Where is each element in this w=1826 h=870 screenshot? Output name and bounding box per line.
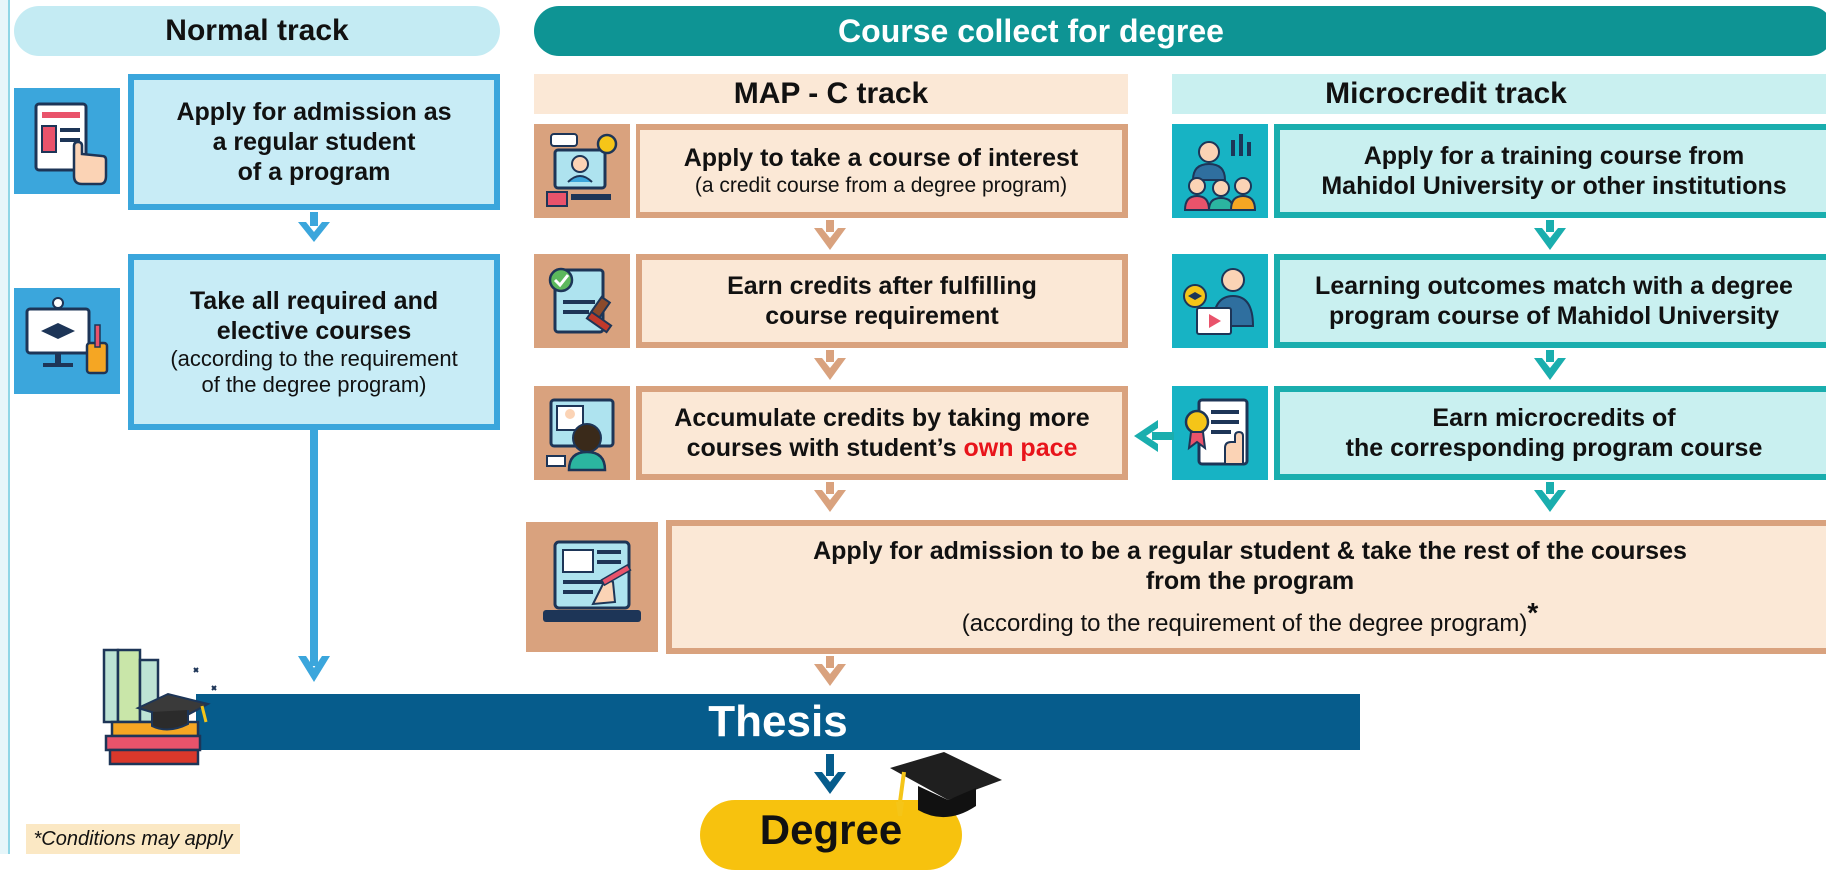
mapc-track-header: MAP - C track	[534, 74, 1128, 114]
own-pace-highlight: own pace	[963, 434, 1078, 462]
thesis-arrow-to-degree	[814, 754, 846, 794]
normal-step-apply-admission: Apply for admission as a regular student…	[128, 74, 500, 210]
normal-step-take-courses: Take all required and elective courses (…	[128, 254, 500, 430]
normal-arrow-to-thesis	[298, 430, 330, 682]
mapc-step2-line1: Earn credits after fulfilling	[727, 272, 1037, 300]
micro-step-earn-microcredits: Earn microcredits of the corresponding p…	[1274, 386, 1826, 480]
micro-step3-line2: the corresponding program course	[1345, 434, 1763, 462]
footnote-text: *Conditions may apply	[33, 827, 233, 850]
mapc-step1-note: (a credit course from a degree program)	[694, 174, 1068, 198]
admission-note-text: (according to the requirement of the deg…	[961, 609, 1528, 637]
mapc-arrow-2	[814, 350, 846, 380]
micro-to-mapc-arrow	[1134, 420, 1174, 452]
mapc-step-accumulate: Accumulate credits by taking more course…	[636, 386, 1128, 480]
admission-line2: from the program	[1145, 566, 1355, 595]
conditions-footnote: *Conditions may apply	[26, 824, 240, 854]
microcredit-track-header: Microcredit track	[1172, 74, 1826, 114]
micro-step3-line1: Earn microcredits of	[1432, 404, 1676, 432]
admission-note: (according to the requirement of the deg…	[962, 596, 1539, 639]
learning-outcomes-icon	[1172, 254, 1268, 348]
micro-step2-line1: Learning outcomes match with a degree	[1315, 272, 1793, 300]
thesis-bar: Thesis	[196, 694, 1360, 750]
normal-step2-note1: (according to the requirement	[170, 345, 458, 371]
mapc-step3-line1: Accumulate credits by taking more	[674, 404, 1090, 432]
normal-arrow-1	[298, 212, 330, 242]
mapc-step1-title: Apply to take a course of interest	[683, 144, 1079, 173]
micro-arrow-1	[1534, 220, 1566, 250]
thesis-label: Thesis	[708, 697, 848, 746]
normal-step1-line2: a regular student	[212, 128, 416, 156]
normal-step2-note2: of the degree program)	[201, 372, 427, 397]
course-collect-header: Course collect for degree	[534, 6, 1826, 56]
admission-asterisk: *	[1527, 596, 1539, 628]
normal-track-title: Normal track	[165, 14, 349, 47]
degree-label: Degree	[759, 806, 903, 853]
self-paced-study-icon	[534, 386, 630, 480]
micro-step2-line2: program course of Mahidol University	[1328, 302, 1780, 330]
micro-arrow-3	[1534, 482, 1566, 512]
mapc-step3-line2: courses with student’s own pace	[687, 433, 1078, 463]
mapc-step-earn-credits: Earn credits after fulfilling course req…	[636, 254, 1128, 348]
normal-step2-line1: Take all required and	[189, 286, 439, 315]
course-collect-title: Course collect for degree	[838, 12, 1224, 49]
normal-step1-line1: Apply for admission as	[176, 98, 452, 126]
admission-line1: Apply for admission to be a regular stud…	[813, 536, 1687, 565]
micro-step-learning-outcomes: Learning outcomes match with a degree pr…	[1274, 254, 1826, 348]
micro-step1-line1: Apply for a training course from	[1363, 142, 1745, 170]
microcredit-certificate-icon	[1172, 386, 1268, 480]
mapc-step2-line2: course requirement	[765, 302, 999, 330]
laptop-document-icon	[526, 522, 658, 652]
left-frame	[0, 0, 10, 854]
mapc-track-title: MAP - C track	[733, 77, 929, 110]
course-interest-icon	[534, 124, 630, 218]
micro-step-apply-training: Apply for a training course from Mahidol…	[1274, 124, 1826, 218]
normal-track-header: Normal track	[14, 6, 500, 56]
admission-arrow-to-thesis	[814, 656, 846, 686]
certificate-stamp-icon	[534, 254, 630, 348]
normal-step1-line3: of a program	[237, 158, 391, 186]
micro-step1-line2: Mahidol University or other institutions	[1321, 172, 1787, 200]
normal-step2-line2: elective courses	[216, 316, 412, 345]
micro-arrow-2	[1534, 350, 1566, 380]
graduation-cap-icon	[890, 752, 1002, 818]
training-group-icon	[1172, 124, 1268, 218]
mapc-arrow-1	[814, 220, 846, 250]
online-learning-icon	[14, 288, 120, 394]
microcredit-track-title: Microcredit track	[1325, 77, 1567, 110]
admission-rest-of-courses: Apply for admission to be a regular stud…	[666, 520, 1826, 654]
mapc-step-apply-course: Apply to take a course of interest (a cr…	[636, 124, 1128, 218]
application-form-icon	[14, 88, 120, 194]
mapc-step3-line2-text: courses with student’s	[686, 434, 964, 462]
books-graduation-icon	[98, 646, 228, 770]
mapc-arrow-3	[814, 482, 846, 512]
